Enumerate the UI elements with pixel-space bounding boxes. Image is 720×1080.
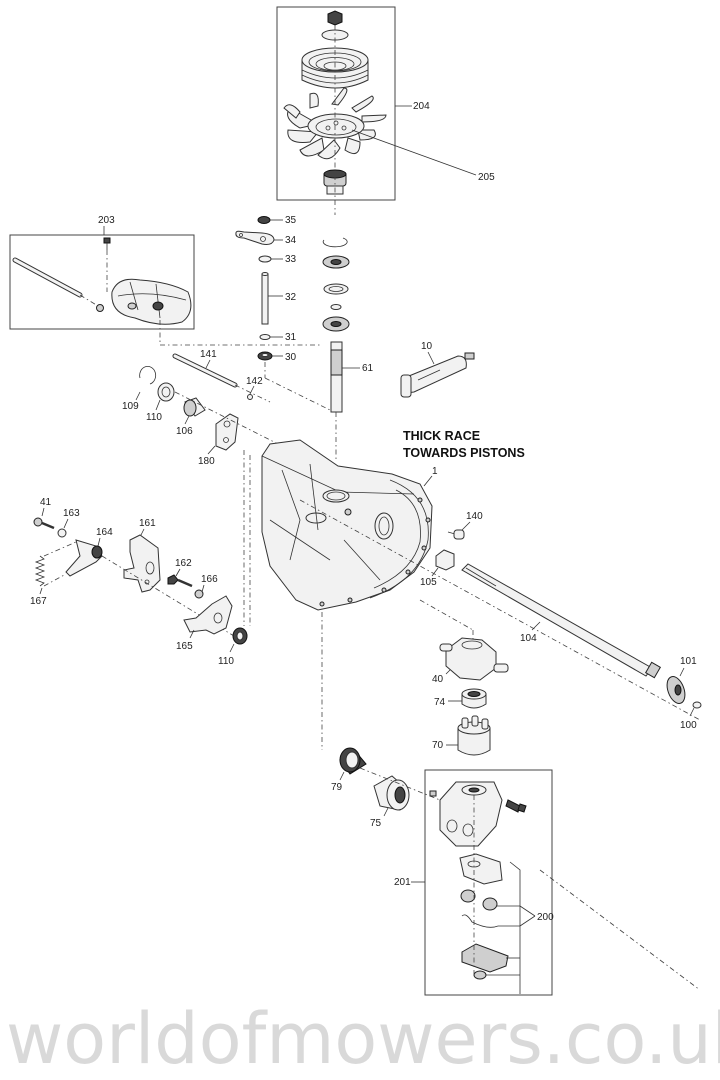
nut <box>327 10 343 26</box>
label-140: 140 <box>466 511 483 522</box>
label-34: 34 <box>285 235 297 246</box>
label-40: 40 <box>432 674 444 685</box>
label-33: 33 <box>285 254 297 265</box>
assembly-box-203 <box>9 234 195 330</box>
label-167: 167 <box>30 596 47 607</box>
note-line-1: THICK RACE <box>403 429 480 443</box>
label-109: 109 <box>122 401 139 412</box>
control-shaft-stack: 35 34 33 32 31 30 <box>235 215 331 411</box>
label-10: 10 <box>421 341 433 352</box>
label-30: 30 <box>285 352 297 363</box>
label-204: 204 <box>413 101 430 112</box>
label-162: 162 <box>175 558 192 569</box>
label-110: 110 <box>146 412 162 423</box>
label-201: 201 <box>394 877 411 888</box>
pulley-fan-assembly-204: 204 205 <box>276 6 495 215</box>
assembly-box-204 <box>276 6 396 201</box>
label-106: 106 <box>176 426 193 437</box>
label-74: 74 <box>434 697 446 708</box>
label-31: 31 <box>285 332 297 343</box>
pump-stack: 40 74 70 <box>419 599 509 756</box>
label-141: 141 <box>200 349 217 360</box>
label-200: 200 <box>537 912 554 923</box>
motor-parts: 79 75 <box>331 747 441 829</box>
control-arm-assembly-203: 203 <box>9 215 195 345</box>
label-32: 32 <box>285 292 297 303</box>
part-10-bypass-arm: 10 <box>400 341 475 398</box>
label-35: 35 <box>285 215 297 226</box>
label-75: 75 <box>370 818 382 829</box>
label-100: 100 <box>680 720 697 731</box>
watermark: worldofmowers.co.uk <box>6 998 720 1080</box>
assembly-box-201 <box>424 769 553 996</box>
label-104: 104 <box>520 633 537 644</box>
label-165: 165 <box>176 641 193 652</box>
label-203: 203 <box>98 215 115 226</box>
input-shaft-stack: 61 <box>322 237 374 460</box>
axle-parts: 140 105 104 101 100 <box>299 499 702 731</box>
label-205: 205 <box>478 172 495 183</box>
label-61: 61 <box>362 363 374 374</box>
label-164: 164 <box>96 527 113 538</box>
left-shaft-parts: 141 142 109 110 106 180 <box>122 349 291 467</box>
label-79: 79 <box>331 782 343 793</box>
label-1: 1 <box>432 466 438 477</box>
exploded-parts-diagram: 204 205 203 35 34 33 <box>9 6 702 996</box>
label-101: 101 <box>680 656 697 667</box>
brake-linkage-parts: 41 163 164 167 161 162 166 165 <box>30 497 248 667</box>
center-section-assembly-201: 201 200 <box>394 769 701 996</box>
note-line-2: TOWARDS PISTONS <box>403 446 525 460</box>
label-110-lower: 110 <box>218 656 234 667</box>
label-105: 105 <box>420 577 437 588</box>
fan-205 <box>283 87 387 160</box>
label-70: 70 <box>432 740 444 751</box>
label-41: 41 <box>40 497 52 508</box>
label-163: 163 <box>63 508 80 519</box>
label-161: 161 <box>139 518 156 529</box>
label-142: 142 <box>246 376 263 387</box>
label-166: 166 <box>201 574 218 585</box>
label-180: 180 <box>198 456 215 467</box>
main-transaxle-case: 1 <box>261 439 438 611</box>
